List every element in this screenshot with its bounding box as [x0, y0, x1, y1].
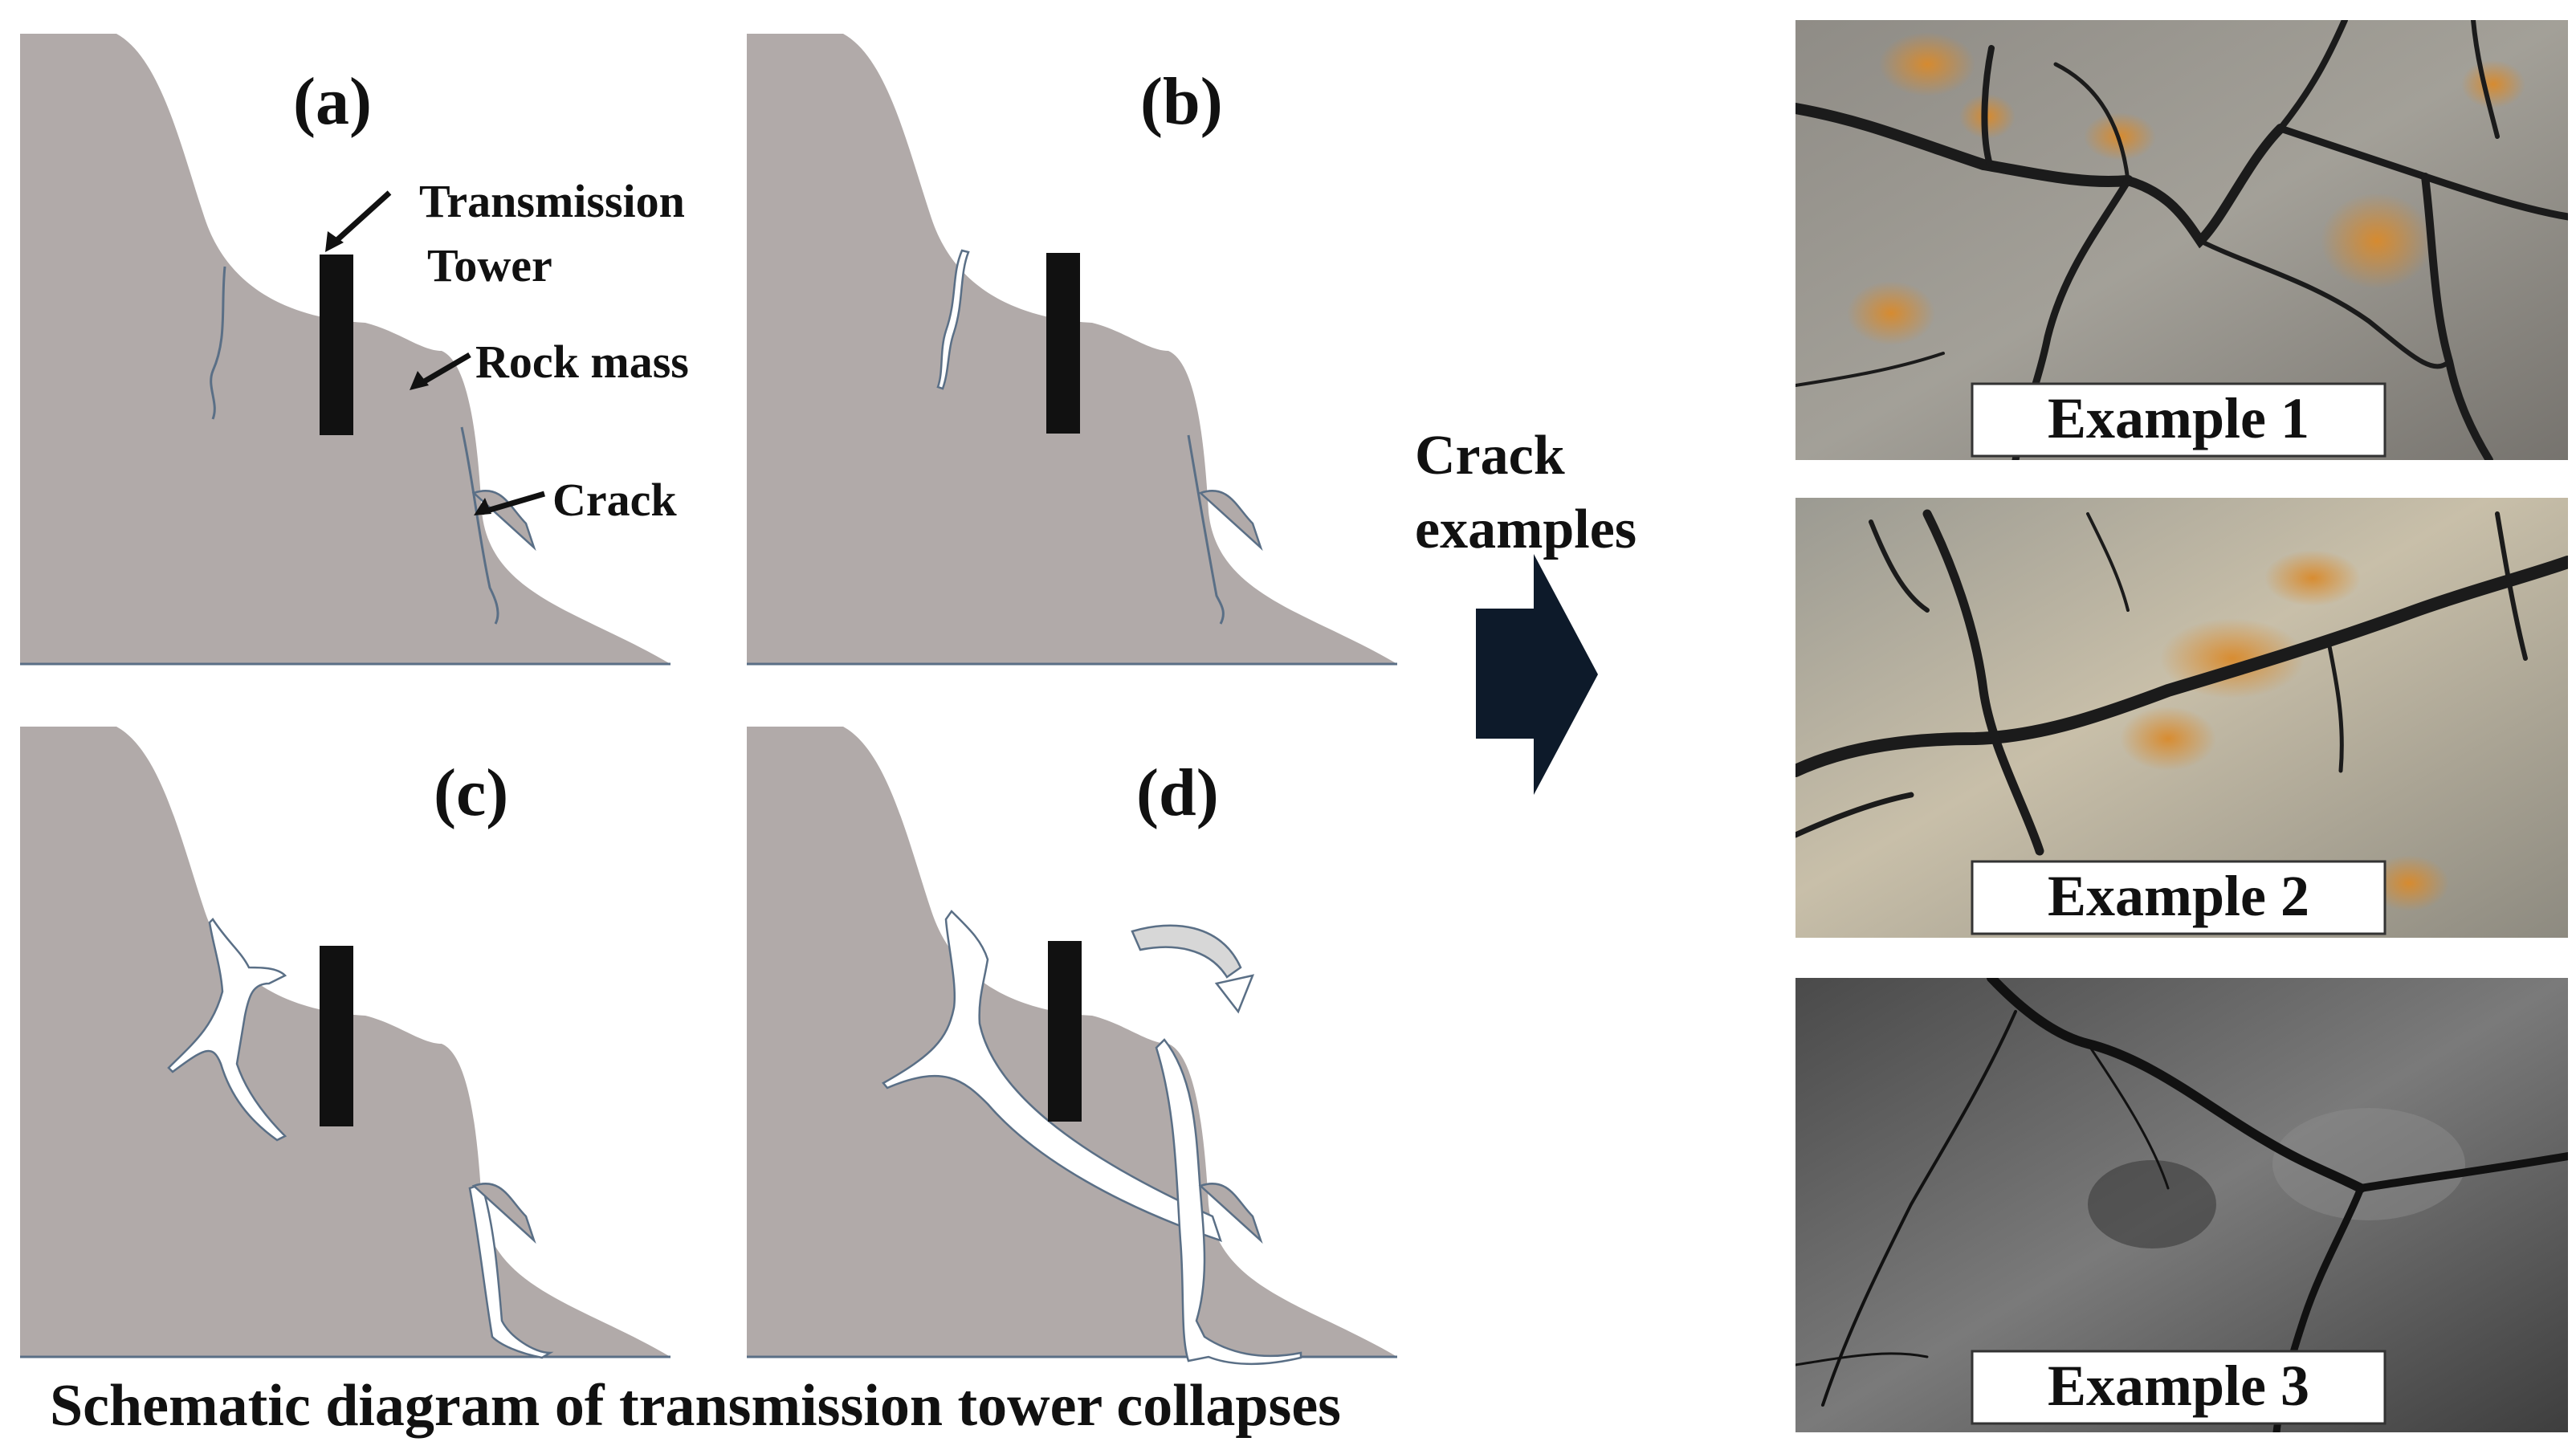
rock-mass-leader-arrow: [416, 352, 471, 389]
rotation-arrow-body: [1131, 924, 1242, 979]
example-1-photo: Example 1: [1795, 20, 2568, 460]
crack-widening: [1187, 434, 1225, 625]
rotation-arrowhead: [1214, 974, 1255, 1014]
example-1-label: Example 1: [2048, 386, 2309, 450]
crack-gaping: [882, 910, 1222, 1242]
crack-gaping: [1155, 1038, 1302, 1366]
panel-c: (c): [20, 727, 670, 1359]
figure-caption: Schematic diagram of transmission tower …: [50, 1373, 1341, 1439]
example-1-label-box: [1971, 382, 2386, 458]
crack-examples-line2: examples: [1415, 499, 1636, 560]
panel-label-d: (d): [1136, 756, 1219, 830]
crack-open: [167, 918, 287, 1142]
big-arrow: [1476, 554, 1598, 795]
callout-tower: Tower: [427, 239, 552, 291]
example-2-label-box: [1971, 860, 2386, 935]
panel-a: (a): [20, 34, 670, 666]
crack-flake: [1198, 490, 1263, 552]
example-3-label-box: [1971, 1350, 2386, 1425]
panel-d: (d): [747, 727, 1397, 1366]
transmission-tower: [320, 946, 353, 1126]
crack-examples-line1: Crack: [1415, 425, 1565, 487]
crack-hairline: [210, 266, 226, 420]
callout-transmission: Transmission: [419, 175, 685, 227]
crack-widening: [936, 249, 970, 390]
callout-rock-mass: Rock mass: [475, 336, 689, 388]
transmission-tower: [1046, 253, 1080, 434]
arrowhead: [325, 231, 344, 252]
panel-b: (b): [747, 34, 1397, 666]
crack-open: [468, 1183, 554, 1359]
panel-label-b: (b): [1140, 64, 1223, 139]
panel-label-a: (a): [293, 64, 372, 139]
arrowhead: [474, 498, 491, 515]
tower-leader-arrow: [328, 190, 392, 248]
callouts: Transmission Tower Rock mass Crack: [325, 175, 689, 526]
example-3-photo: Example 3: [1795, 978, 2568, 1432]
panel-label-c: (c): [434, 756, 508, 830]
example-3-label: Example 3: [2048, 1354, 2309, 1418]
crack-leader-arrow: [481, 491, 545, 515]
crack-flake: [471, 1183, 536, 1244]
example-2-label: Example 2: [2048, 864, 2309, 928]
example-2-photo: Example 2: [1795, 498, 2568, 938]
transmission-tower: [320, 255, 353, 435]
crack-hairline: [460, 426, 499, 625]
crack-flake: [1198, 1183, 1263, 1244]
transmission-tower: [1048, 941, 1082, 1122]
callout-crack: Crack: [552, 474, 677, 526]
arrowhead: [410, 371, 429, 390]
